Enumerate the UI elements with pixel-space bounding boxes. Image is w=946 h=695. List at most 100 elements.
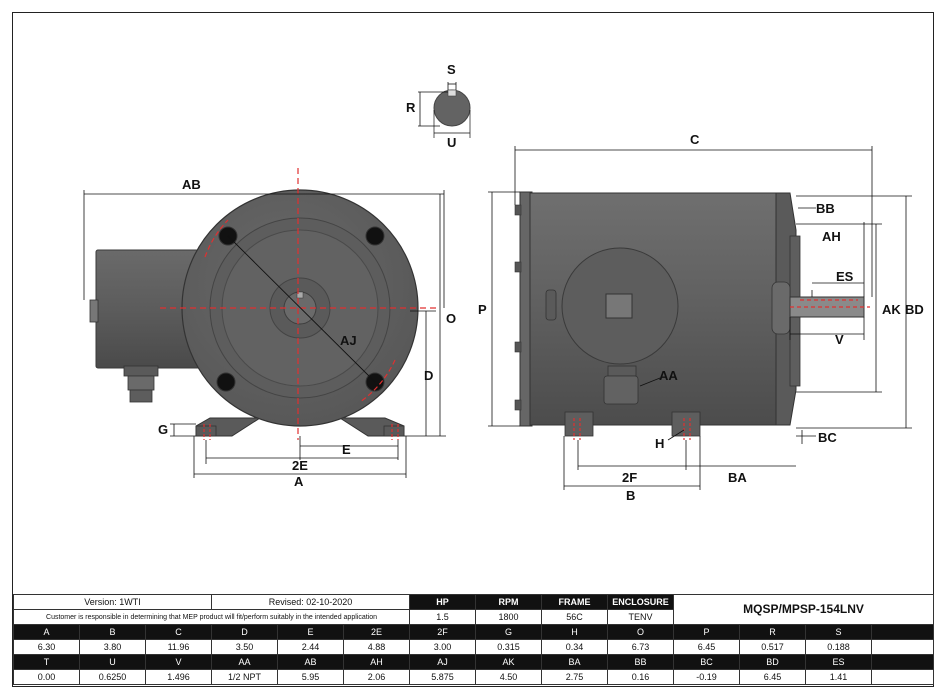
dim-value: 0.315 (475, 639, 543, 655)
dim-header: BA (541, 654, 609, 670)
dim-value: 0.517 (739, 639, 807, 655)
dim-header: AA (211, 654, 279, 670)
dim-label-2e: 2E (292, 458, 308, 473)
dim-header: D (211, 624, 279, 640)
rating-header: FRAME (541, 594, 609, 610)
dim-header-row-1: A B C D E 2E 2F G H O P R S (13, 624, 935, 640)
dim-value-row-1: 6.30 3.80 11.96 3.50 2.44 4.88 3.00 0.31… (13, 639, 935, 655)
dim-header: AK (475, 654, 543, 670)
shaft-end-view (418, 82, 471, 138)
dim-label-b: B (626, 488, 635, 503)
dim-label-c: C (690, 132, 700, 147)
dim-value: 6.45 (673, 639, 741, 655)
dim-value: 3.80 (79, 639, 146, 655)
dim-value: 1.41 (805, 669, 873, 685)
dim-value: 3.00 (409, 639, 477, 655)
dim-header: AJ (409, 654, 477, 670)
dim-header: 2E (343, 624, 411, 640)
dim-label-aa: AA (659, 368, 678, 383)
rating-value: 56C (541, 609, 609, 625)
dim-value: 0.6250 (79, 669, 146, 685)
dim-label-p: P (478, 302, 487, 317)
dim-value: 4.50 (475, 669, 543, 685)
rating-header: ENCLOSURE (607, 594, 675, 610)
dim-header: S (805, 624, 873, 640)
dim-value: 3.50 (211, 639, 279, 655)
rating-value: 1800 (475, 609, 543, 625)
dim-value: 0.00 (13, 669, 80, 685)
dim-header: BB (607, 654, 675, 670)
title-row-1: Version: 1WTI Revised: 02-10-2020 HP RPM… (12, 594, 935, 625)
dim-value: -0.19 (673, 669, 741, 685)
dim-label-es: ES (836, 269, 854, 284)
dim-header: G (475, 624, 543, 640)
dim-header: T (13, 654, 80, 670)
title-row-2: Customer is responsible in determining t… (12, 609, 934, 625)
dim-value: 0.34 (541, 639, 609, 655)
dim-value: 6.30 (13, 639, 80, 655)
dim-value: 11.96 (144, 639, 213, 655)
spec-table: Version: 1WTI Revised: 02-10-2020 HP RPM… (12, 594, 935, 685)
model-number: MQSP/MPSP-154LNV (673, 594, 935, 625)
dim-header: V (144, 654, 213, 670)
cable-gland-front (123, 365, 159, 403)
dim-value-empty (871, 639, 935, 655)
customer-note: Customer is responsible in determining t… (12, 609, 411, 625)
dim-header: AH (343, 654, 411, 670)
dim-value: 4.88 (343, 639, 411, 655)
dim-header: U (79, 654, 146, 670)
dim-header-empty (871, 654, 935, 670)
dim-value: 5.95 (277, 669, 345, 685)
dim-header: BD (739, 654, 807, 670)
dim-label-ab: AB (182, 177, 201, 192)
dim-header-empty (871, 624, 935, 640)
dim-label-bd: BD (905, 302, 924, 317)
revised-cell: Revised: 02-10-2020 (211, 594, 411, 610)
dim-label-d: D (424, 368, 433, 383)
front-dimension-lines (83, 190, 446, 478)
dim-header: P (673, 624, 741, 640)
dim-label-e: E (342, 442, 351, 457)
dim-value: 1.496 (144, 669, 213, 685)
rating-header: HP (409, 594, 477, 610)
dim-header: ES (805, 654, 873, 670)
dim-label-a: A (294, 474, 304, 489)
dim-header: R (739, 624, 807, 640)
dim-label-ah: AH (822, 229, 841, 244)
dim-value: 0.188 (805, 639, 873, 655)
side-view (514, 191, 870, 440)
version-cell: Version: 1WTI (12, 594, 213, 610)
side-dimension-lines (488, 146, 912, 490)
dim-value-row-2: 0.00 0.6250 1.496 1/2 NPT 5.95 2.06 5.87… (13, 669, 935, 685)
dim-header: B (79, 624, 146, 640)
sheet-border (12, 12, 934, 687)
dim-label-ak: AK (882, 302, 901, 317)
dim-label-2f: 2F (622, 470, 637, 485)
dim-label-u: U (447, 135, 456, 150)
dim-label-g: G (158, 422, 168, 437)
dim-value: 2.44 (277, 639, 345, 655)
dim-label-bb: BB (816, 201, 835, 216)
dim-label-r: R (406, 100, 416, 115)
dim-value: 6.73 (607, 639, 675, 655)
dim-header: O (607, 624, 675, 640)
dim-header: C (144, 624, 213, 640)
dim-label-h: H (655, 436, 664, 451)
dim-header: AB (277, 654, 345, 670)
dim-value: 5.875 (409, 669, 477, 685)
dim-label-s: S (447, 62, 456, 77)
dim-label-v: V (835, 332, 844, 347)
motor-dimension-drawing: S R U C AB BB AH ES O P AK BD AJ V D AA … (83, 62, 924, 503)
dim-value: 6.45 (739, 669, 807, 685)
dim-header-row-2: T U V AA AB AH AJ AK BA BB BC BD ES (13, 654, 935, 670)
dim-header: 2F (409, 624, 477, 640)
dim-label-aj: AJ (340, 333, 357, 348)
dim-value: 2.75 (541, 669, 609, 685)
dim-header: E (277, 624, 345, 640)
dim-header: H (541, 624, 609, 640)
dim-header: A (13, 624, 80, 640)
rating-header: RPM (475, 594, 543, 610)
dim-value: 1/2 NPT (211, 669, 279, 685)
dim-label-ba: BA (728, 470, 747, 485)
